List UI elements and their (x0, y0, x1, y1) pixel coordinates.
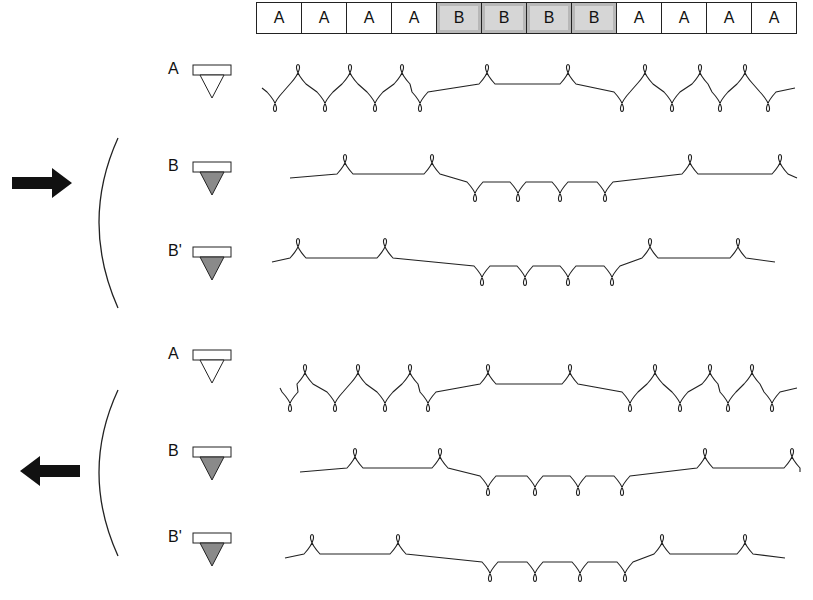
tool-tip (200, 75, 224, 98)
sequence-cell: A (301, 2, 347, 34)
sequence-cell: A (391, 2, 437, 34)
stitch-track (272, 239, 775, 286)
tool-tip (200, 543, 224, 566)
bracket (99, 138, 118, 308)
tool-body (193, 533, 231, 543)
tool-label: B (168, 442, 179, 460)
cell-letter: A (364, 9, 375, 27)
sequence-cell: A (751, 2, 797, 34)
sequence-cell: B (526, 2, 572, 34)
bracket (99, 390, 118, 556)
sequence-cell: A (256, 2, 302, 34)
sequence-cell: B (436, 2, 482, 34)
sequence-cell: A (616, 2, 662, 34)
tools (193, 65, 231, 566)
stitch-track (290, 155, 797, 202)
tool-body (193, 247, 231, 257)
cell-letter: A (724, 9, 735, 27)
tool-label: B (168, 157, 179, 175)
sequence-cell: A (706, 2, 752, 34)
cell-letter: A (634, 9, 645, 27)
sequence-cell: A (661, 2, 707, 34)
left-arrow (20, 456, 80, 486)
direction-arrows (12, 168, 80, 486)
cell-letter: B (589, 9, 600, 27)
tool-label: A (168, 60, 179, 78)
cell-letter: B (454, 9, 465, 27)
tool-tip (200, 172, 224, 195)
tool-tip (200, 360, 224, 383)
stitch-track (280, 365, 797, 412)
cell-letter: A (409, 9, 420, 27)
tool-body (193, 447, 231, 457)
right-arrow (12, 168, 72, 198)
tool-tip (200, 457, 224, 480)
stitch-track (285, 535, 785, 582)
tool-body (193, 162, 231, 172)
stitch-track (262, 65, 795, 112)
sequence-cell: B (571, 2, 617, 34)
cell-letter: A (274, 9, 285, 27)
stitch-tracks (262, 65, 800, 582)
cell-letter: A (769, 9, 780, 27)
cell-letter: A (679, 9, 690, 27)
cell-letter: A (319, 9, 330, 27)
tool-body (193, 350, 231, 360)
tool-body (193, 65, 231, 75)
cell-letter: B (499, 9, 510, 27)
brackets (99, 138, 118, 556)
tool-label: B' (168, 528, 182, 546)
stitch-track (300, 449, 800, 496)
tool-label: B' (168, 242, 182, 260)
tool-tip (200, 257, 224, 280)
tool-label: A (168, 345, 179, 363)
sequence-cell: B (481, 2, 527, 34)
cell-letter: B (544, 9, 555, 27)
sequence-cell: A (346, 2, 392, 34)
